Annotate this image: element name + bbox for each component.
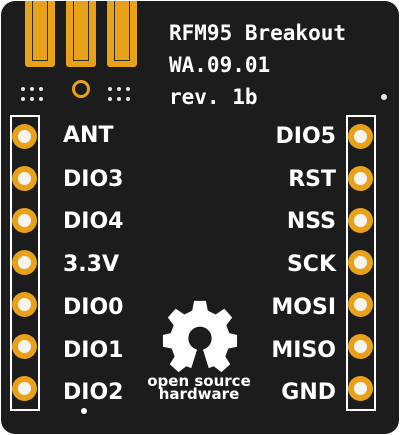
pin-label-mosi: MOSI: [271, 295, 336, 320]
pin-pad: [12, 334, 37, 359]
osh-logo-line2: hardware: [158, 385, 240, 403]
pin-label-dio2: DIO2: [63, 380, 124, 405]
pin-pad: [348, 292, 373, 317]
pin-pad: [348, 166, 373, 191]
pin1-marker-dot: [81, 408, 87, 414]
pin-pad: [12, 250, 37, 275]
pin-label-rst: RST: [288, 167, 336, 192]
left-header-outline: [10, 115, 40, 411]
pin-label-nss: NSS: [286, 209, 336, 234]
pin-pad: [12, 124, 37, 149]
pin-label-sck: SCK: [286, 252, 336, 277]
pin-pad: [348, 334, 373, 359]
pin-label-dio5: DIO5: [275, 124, 336, 149]
pin-pad: [12, 208, 37, 233]
pin-pad: [12, 292, 37, 317]
pin-label-miso: MISO: [271, 338, 336, 363]
pin-pad: [348, 208, 373, 233]
right-header-outline: [346, 115, 376, 411]
pin-pad: [12, 166, 37, 191]
pin-label-dio4: DIO4: [63, 209, 124, 234]
osh-logo-line1: open source: [147, 372, 251, 390]
pin-label-dio3: DIO3: [63, 167, 124, 192]
fiducial-dot: [381, 94, 387, 100]
antenna-pad-1: [25, 1, 55, 67]
pin-label-gnd: GND: [281, 380, 336, 405]
pin-label-dio0: DIO0: [63, 295, 124, 320]
open-source-hardware-gear-icon: [162, 300, 238, 373]
pin-label-3v3: 3.3V: [63, 252, 119, 277]
pin-label-ant: ANT: [63, 123, 114, 148]
board-title: RFM95 Breakout: [169, 21, 347, 45]
pin-pad: [348, 376, 373, 401]
board-part-number: WA.09.01: [169, 53, 271, 77]
mounting-hole: [72, 80, 90, 98]
antenna-pad-2: [66, 1, 96, 67]
board-revision: rev. 1b: [169, 85, 258, 109]
pin-label-dio1: DIO1: [63, 338, 124, 363]
pin-pad: [12, 376, 37, 401]
pin-pad: [348, 250, 373, 275]
antenna-pad-3: [107, 1, 137, 67]
pin-pad: [348, 124, 373, 149]
